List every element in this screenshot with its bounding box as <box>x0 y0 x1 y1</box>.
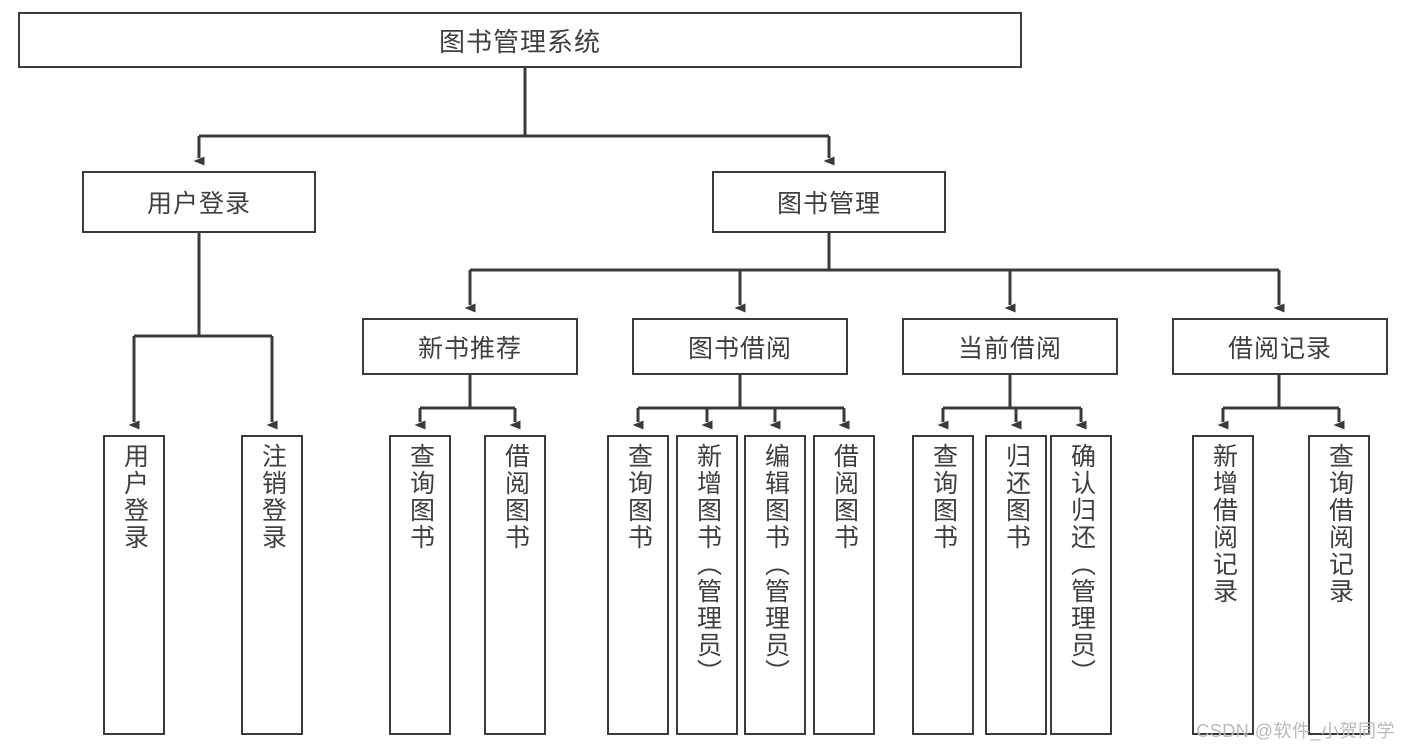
node-root-label: 图书管理系统 <box>438 26 601 57</box>
node-recommend-borrow-book-label: 借阅图书 <box>501 443 530 551</box>
node-book-manage[interactable]: 图书管理 <box>712 171 946 233</box>
node-user-login-leaf[interactable]: 用户登录 <box>103 435 165 735</box>
node-current-borrow[interactable]: 当前借阅 <box>902 318 1118 375</box>
node-user-login-label: 用户登录 <box>146 190 251 218</box>
node-recommend-borrow-book[interactable]: 借阅图书 <box>484 435 546 735</box>
node-borrow-record[interactable]: 借阅记录 <box>1172 318 1388 375</box>
node-current-return-book-label: 归还图书 <box>1002 443 1031 551</box>
node-borrow-add-book[interactable]: 新增图书（管理员） <box>676 435 738 735</box>
node-current-return-book[interactable]: 归还图书 <box>985 435 1047 735</box>
node-current-confirm-return-label: 确认归还（管理员） <box>1067 443 1096 686</box>
node-borrow-edit-book[interactable]: 编辑图书（管理员） <box>744 435 806 735</box>
node-borrow-borrow-book-label: 借阅图书 <box>830 443 859 551</box>
node-borrow-record-label: 借阅记录 <box>1227 334 1332 363</box>
node-current-query-book-label: 查询图书 <box>929 443 958 551</box>
node-current-query-book[interactable]: 查询图书 <box>912 435 974 735</box>
node-borrow-add-book-label: 新增图书（管理员） <box>693 443 722 686</box>
node-current-confirm-return[interactable]: 确认归还（管理员） <box>1050 435 1112 735</box>
node-user-login-leaf-label: 用户登录 <box>120 443 149 551</box>
node-new-book-recommend[interactable]: 新书推荐 <box>362 318 578 375</box>
node-book-borrow[interactable]: 图书借阅 <box>632 318 848 375</box>
node-user-logout-leaf[interactable]: 注销登录 <box>241 435 303 735</box>
node-recommend-query-book-label: 查询图书 <box>406 443 435 551</box>
node-book-manage-label: 图书管理 <box>776 190 881 218</box>
node-borrow-borrow-book[interactable]: 借阅图书 <box>813 435 875 735</box>
node-record-add[interactable]: 新增借阅记录 <box>1192 435 1254 735</box>
node-user-logout-leaf-label: 注销登录 <box>258 443 287 551</box>
node-borrow-edit-book-label: 编辑图书（管理员） <box>761 443 790 686</box>
node-book-borrow-label: 图书借阅 <box>687 334 792 363</box>
node-record-add-label: 新增借阅记录 <box>1209 443 1238 605</box>
node-current-borrow-label: 当前借阅 <box>957 334 1062 363</box>
node-record-query-label: 查询借阅记录 <box>1325 443 1354 605</box>
watermark: CSDN @软件_小贺同学 <box>1196 721 1395 741</box>
node-record-query[interactable]: 查询借阅记录 <box>1308 435 1370 735</box>
node-new-book-recommend-label: 新书推荐 <box>417 334 522 363</box>
node-root[interactable]: 图书管理系统 <box>18 12 1022 68</box>
node-borrow-query-book-label: 查询图书 <box>624 443 653 551</box>
node-user-login[interactable]: 用户登录 <box>82 171 316 233</box>
node-borrow-query-book[interactable]: 查询图书 <box>607 435 669 735</box>
node-recommend-query-book[interactable]: 查询图书 <box>389 435 451 735</box>
